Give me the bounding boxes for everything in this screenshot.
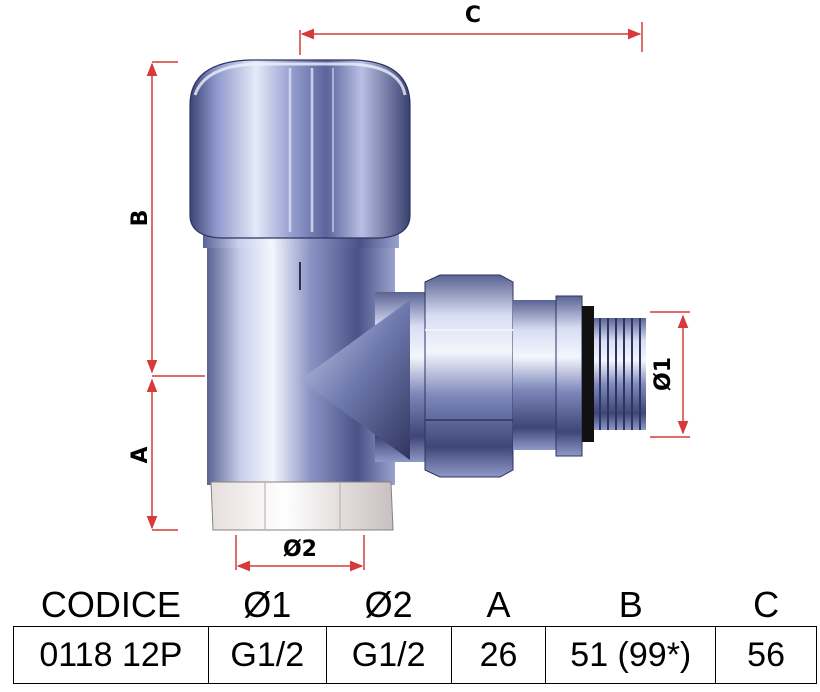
cell-a: 26 bbox=[450, 626, 547, 684]
header-b: B bbox=[618, 584, 643, 625]
cell-b: 51 (99*) bbox=[545, 626, 717, 684]
valve-technical-drawing: C B A Ø2 Ø1 bbox=[128, 3, 690, 572]
knob bbox=[189, 59, 411, 239]
dimension-d1-label: Ø1 bbox=[651, 357, 676, 391]
cell-codice: 0118 12P bbox=[13, 626, 209, 684]
fitting-hex bbox=[555, 295, 583, 457]
spec-table: CODICE Ø1 Ø2 A B C 0118 12P G1/2 G1/2 26… bbox=[13, 584, 817, 684]
dimension-a-label: A bbox=[128, 446, 153, 463]
dimension-d1: Ø1 bbox=[650, 311, 690, 438]
header-c: C bbox=[753, 584, 780, 625]
tail-piece bbox=[513, 300, 558, 450]
cell-d1: G1/2 bbox=[207, 626, 327, 684]
bottom-nut bbox=[210, 481, 394, 531]
table-row: 0118 12P G1/2 G1/2 26 51 (99*) 56 bbox=[13, 626, 817, 684]
dimension-a: A bbox=[128, 375, 205, 531]
header-codice: CODICE bbox=[40, 584, 181, 625]
cell-d2: G1/2 bbox=[325, 626, 452, 684]
dimension-c: C bbox=[299, 3, 643, 55]
header-d2: Ø2 bbox=[364, 584, 413, 625]
dimension-b-label: B bbox=[128, 210, 153, 227]
table-header-row: CODICE Ø1 Ø2 A B C bbox=[14, 584, 817, 627]
threaded-end bbox=[594, 318, 646, 430]
dimension-b: B bbox=[128, 61, 178, 374]
valve-illustration bbox=[189, 59, 646, 531]
dimension-c-label: C bbox=[465, 3, 481, 28]
header-d1: Ø1 bbox=[243, 584, 292, 625]
header-a: A bbox=[486, 584, 511, 625]
cell-c: 56 bbox=[715, 626, 817, 684]
dimension-d2-label: Ø2 bbox=[283, 537, 317, 562]
dimension-d2: Ø2 bbox=[235, 535, 365, 572]
branch-cone bbox=[300, 300, 410, 460]
union-nut bbox=[424, 274, 514, 478]
gasket bbox=[582, 306, 594, 442]
